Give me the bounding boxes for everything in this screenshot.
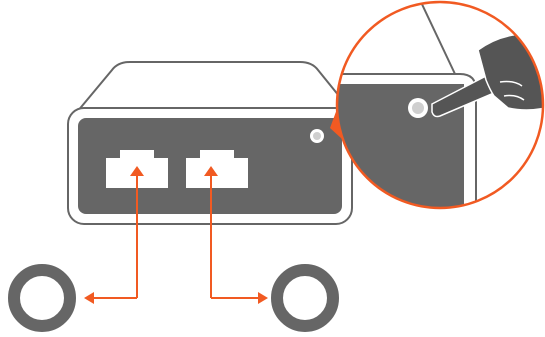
reset-button-inner	[313, 132, 321, 140]
device	[67, 61, 353, 225]
left-ring	[8, 264, 76, 332]
device-top	[71, 61, 353, 119]
arrows	[84, 166, 268, 304]
ethernet-port-2	[186, 150, 248, 188]
right-ring	[271, 264, 339, 332]
magnified-reset-button-inset	[330, 0, 545, 210]
arrow-to-right-ring	[204, 166, 268, 304]
inset-circle-outline	[335, 0, 545, 210]
arrow-to-left-ring	[84, 166, 144, 304]
